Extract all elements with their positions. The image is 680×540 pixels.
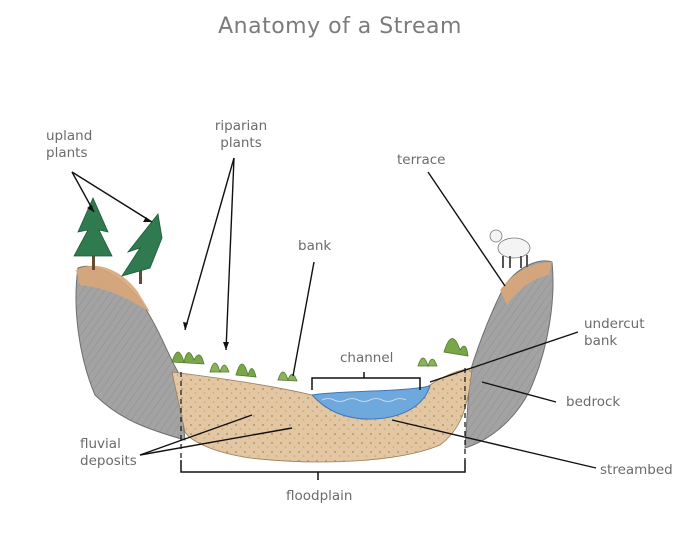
label-undercut-bank-line2: bank	[584, 333, 618, 349]
label-bedrock: bedrock	[566, 394, 621, 410]
label-streambed: streambed	[600, 462, 673, 478]
label-riparian-plants-line1: riparian	[214, 118, 268, 134]
diagram-title: Anatomy of a Stream	[218, 14, 462, 39]
floodplain-bracket	[180, 460, 466, 480]
leader-fluvial-deposits-1	[139, 414, 253, 456]
label-fluvial-deposits-line2: deposits	[80, 453, 137, 469]
channel-bracket	[311, 372, 421, 390]
upland-tree-1	[73, 197, 113, 270]
label-fluvial-deposits: fluvial deposits	[80, 436, 137, 470]
label-upland-plants: upland plants	[46, 128, 92, 162]
label-riparian-plants: riparian plants	[206, 118, 276, 152]
label-terrace: terrace	[397, 152, 446, 168]
leader-riparian-plants-2	[225, 157, 235, 351]
label-bank: bank	[298, 238, 332, 254]
label-undercut-bank-line1: undercut	[584, 316, 645, 332]
label-floodplain: floodplain	[286, 488, 353, 504]
topsoil-left	[76, 265, 150, 312]
leader-streambed	[391, 419, 597, 469]
label-undercut-bank: undercut bank	[584, 316, 645, 350]
mountain-goat	[489, 229, 531, 268]
label-channel: channel	[340, 350, 394, 366]
riparian-shrubs-right	[417, 338, 469, 368]
riparian-shrubs-left	[171, 351, 298, 382]
label-upland-plants-line2: plants	[46, 145, 88, 161]
topsoil-right	[500, 262, 552, 305]
stream-water	[311, 385, 431, 420]
leader-bank	[292, 261, 315, 377]
label-upland-plants-line1: upland	[46, 128, 93, 144]
leader-undercut-bank	[429, 331, 579, 383]
leader-upland-plants-1	[71, 171, 95, 213]
label-riparian-plants-line2: plants	[220, 135, 262, 151]
leader-riparian-plants-1	[184, 157, 235, 331]
leader-fluvial-deposits-2	[139, 427, 293, 456]
leader-upland-plants-2	[71, 171, 153, 223]
label-fluvial-deposits-line1: fluvial	[80, 436, 121, 452]
leader-bedrock	[481, 381, 557, 403]
leader-terrace	[427, 171, 506, 287]
upland-tree-2	[121, 213, 163, 284]
